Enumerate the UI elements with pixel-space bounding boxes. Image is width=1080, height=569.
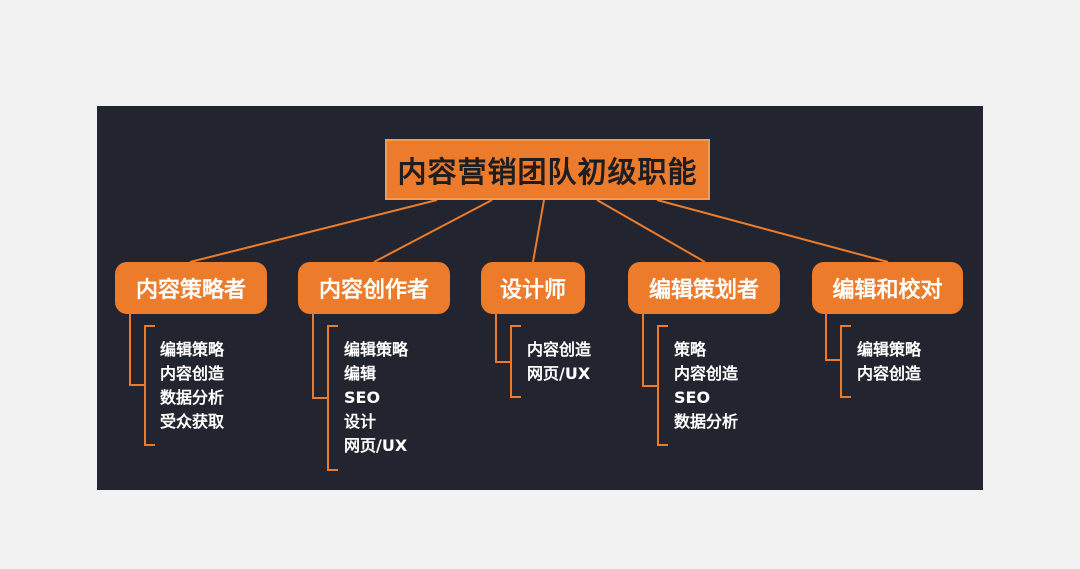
skill-item: 网页/UX bbox=[344, 436, 408, 455]
skill-list-role-1: 编辑策略 内容创造 数据分析 受众获取 bbox=[160, 338, 224, 434]
skill-item: 编辑策略 bbox=[857, 340, 922, 359]
skill-item: SEO bbox=[344, 388, 381, 407]
connector-root-role-3 bbox=[532, 199, 545, 263]
bracket-stem-role-1 bbox=[129, 314, 145, 386]
connector-root-role-5 bbox=[656, 199, 889, 263]
bracket-role-1 bbox=[144, 325, 155, 446]
skill-item: 编辑 bbox=[344, 364, 377, 383]
role-node-content-creator: 内容创作者 bbox=[298, 262, 450, 314]
skill-item: 数据分析 bbox=[674, 412, 739, 431]
skill-list-role-5: 编辑策略 内容创造 bbox=[857, 338, 921, 386]
bracket-role-2 bbox=[327, 325, 338, 471]
bracket-stem-role-2 bbox=[312, 314, 328, 399]
root-node: 内容营销团队初级职能 bbox=[385, 139, 710, 200]
bracket-stem-role-5 bbox=[825, 314, 841, 361]
role-node-editorial-planner: 编辑策划者 bbox=[628, 262, 780, 314]
bracket-role-5 bbox=[840, 325, 851, 398]
bracket-role-3 bbox=[510, 325, 521, 398]
bracket-role-4 bbox=[657, 325, 668, 446]
bracket-stem-role-4 bbox=[642, 314, 658, 387]
bracket-stem-role-3 bbox=[495, 314, 511, 363]
skill-item: 编辑策略 bbox=[344, 340, 409, 359]
skill-item: 策略 bbox=[674, 340, 707, 359]
skill-list-role-3: 内容创造 网页/UX bbox=[527, 338, 591, 386]
connector-root-role-2 bbox=[373, 199, 493, 263]
skill-item: 内容创造 bbox=[674, 364, 739, 383]
skill-item: 内容创造 bbox=[527, 340, 592, 359]
role-node-editor-proofreader: 编辑和校对 bbox=[812, 262, 963, 314]
skill-list-role-4: 策略 内容创造 SEO 数据分析 bbox=[674, 338, 738, 434]
skill-item: 数据分析 bbox=[160, 388, 225, 407]
skill-item: 编辑策略 bbox=[160, 340, 225, 359]
skill-item: 设计 bbox=[344, 412, 377, 431]
skill-list-role-2: 编辑策略 编辑 SEO 设计 网页/UX bbox=[344, 338, 408, 458]
connector-root-role-4 bbox=[596, 199, 706, 263]
skill-item: SEO bbox=[674, 388, 711, 407]
role-node-designer: 设计师 bbox=[481, 262, 585, 314]
skill-item: 内容创造 bbox=[857, 364, 922, 383]
skill-item: 网页/UX bbox=[527, 364, 591, 383]
connector-root-role-1 bbox=[189, 199, 438, 263]
skill-item: 受众获取 bbox=[160, 412, 225, 431]
skill-item: 内容创造 bbox=[160, 364, 225, 383]
role-node-content-strategist: 内容策略者 bbox=[115, 262, 267, 314]
